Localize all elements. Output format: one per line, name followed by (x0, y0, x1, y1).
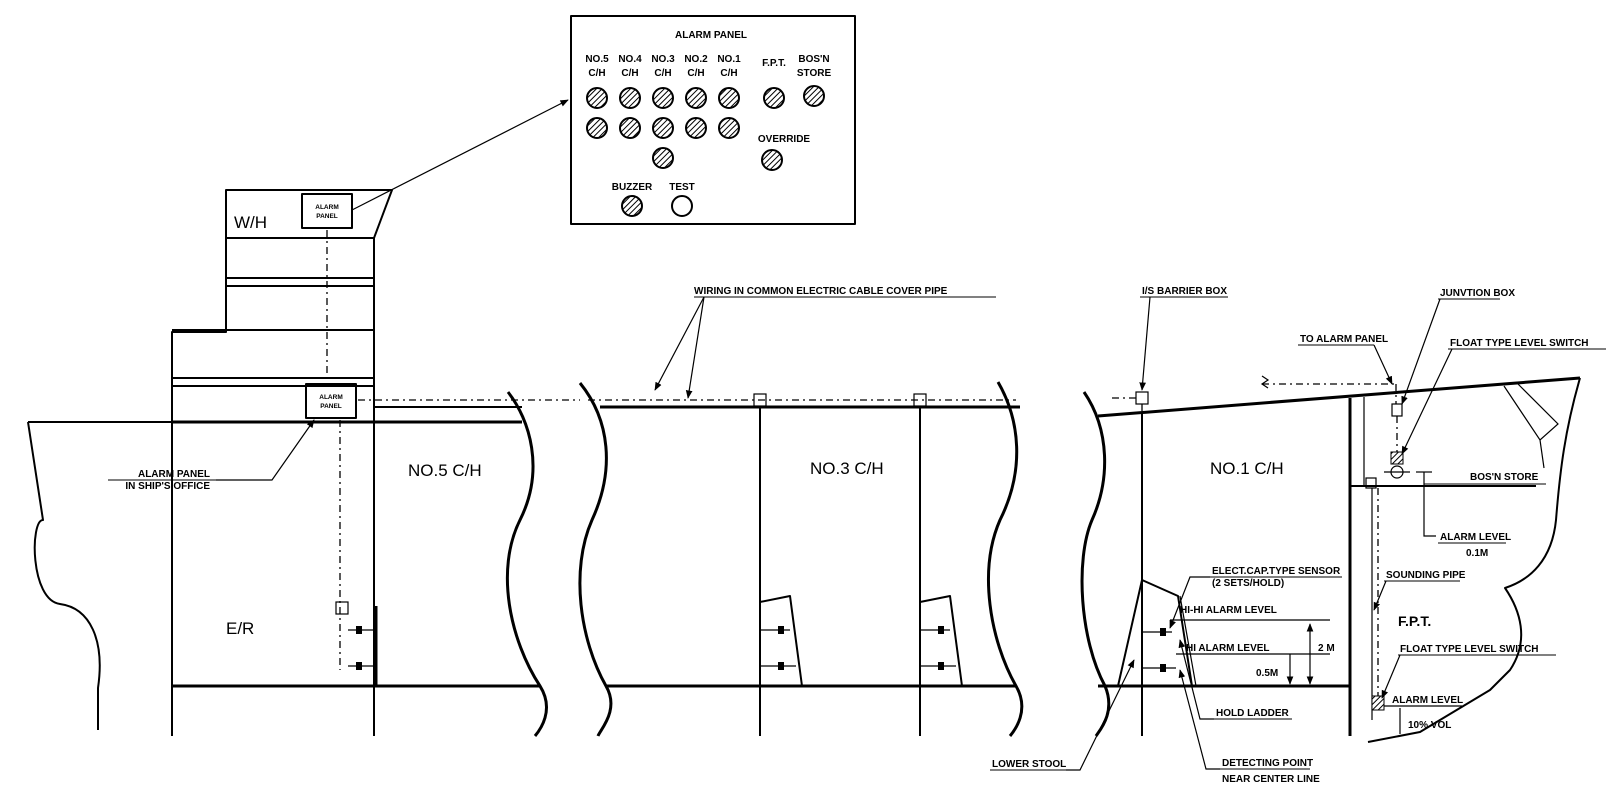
fwd-break-line (1080, 391, 1111, 737)
lamp-no4-row2[interactable] (619, 117, 641, 139)
panel-override-label: OVERRIDE (758, 134, 811, 145)
sounding-pipe-label: SOUNDING PIPE (1386, 570, 1466, 581)
alarm-panel-detail: ALARM PANEL NO.5 C/H NO.4 C/H NO.3 C/H N… (570, 15, 856, 225)
office-panel-label-line1: ALARM PANEL (138, 469, 210, 480)
aft-break-line (505, 391, 548, 737)
dim-2m-label: 2 m (1318, 643, 1335, 654)
hi-level-label: HI ALARM LEVEL (1186, 643, 1270, 654)
forward-section: TO ALARM PANEL I/S BARRIER BOX JUNVTION … (990, 286, 1606, 785)
alarm-level-top-value: 0.1m (1466, 548, 1488, 559)
hold-no5-label: NO.5 C/H (408, 461, 482, 480)
to-alarm-panel-label: TO ALARM PANEL (1300, 334, 1388, 345)
svg-text:PANEL: PANEL (320, 403, 342, 410)
lamp-no2-row1[interactable] (685, 87, 707, 109)
wheelhouse-label: W/H (234, 213, 267, 232)
panel-col-no3-top: NO.3 (651, 54, 675, 65)
junction-box (1391, 403, 1403, 417)
float-switch-top (1390, 451, 1404, 465)
float-switch-bottom-label: FLOAT TYPE LEVEL SWITCH (1400, 644, 1539, 655)
panel-col-no1-top: NO.1 (717, 54, 741, 65)
lamp-bosn-store[interactable] (803, 85, 825, 107)
lower-stool-label: LOWER STOOL (992, 759, 1066, 770)
office-panel-label-line2: IN SHIP'S OFFICE (125, 481, 210, 492)
detail-leader (351, 99, 569, 211)
lamp-no2-row2[interactable] (685, 117, 707, 139)
aft-section: W/H ALARM PANEL ALARM PANEL ALARM PANEL … (27, 189, 580, 737)
panel-col-bosn-top: BOS'N (798, 54, 829, 65)
panel-col-no5-bottom: C/H (588, 68, 605, 79)
hold-no1-label: NO.1 C/H (1210, 459, 1284, 478)
bridge-alarm-panel (301, 193, 353, 229)
override-button[interactable] (761, 149, 783, 171)
lamp-no3-row1[interactable] (652, 87, 674, 109)
engine-room-label: E/R (226, 619, 254, 638)
panel-col-no2-top: NO.2 (684, 54, 708, 65)
sensor-label-line1: ELECT.CAP.TYPE SENSOR (1212, 566, 1341, 577)
fpt-label: F.P.T. (1398, 613, 1431, 629)
alarm-level-bottom-label: ALARM LEVEL (1392, 695, 1463, 706)
panel-col-no5-top: NO.5 (585, 54, 609, 65)
lamp-fpt[interactable] (763, 87, 785, 109)
panel-col-no2-bottom: C/H (687, 68, 704, 79)
bow-outline (1367, 377, 1581, 743)
bosn-store-label: BOS'N STORE (1470, 472, 1539, 483)
wiring-label: WIRING IN COMMON ELECTRIC CABLE COVER PI… (694, 286, 948, 297)
mid-break-line-left (578, 382, 613, 737)
panel-col-no3-bottom: C/H (654, 68, 671, 79)
panel-test-label: TEST (669, 182, 695, 193)
panel-col-no4-top: NO.4 (618, 54, 642, 65)
alarm-panel-title: ALARM PANEL (675, 30, 747, 41)
panel-col-fpt: F.P.T. (762, 58, 786, 69)
sensor-label-line2: (2 SETS/HOLD) (1212, 578, 1284, 589)
alarm-level-top-label: ALARM LEVEL (1440, 532, 1511, 543)
lamp-no4-row1[interactable] (619, 87, 641, 109)
lamp-no5-row2[interactable] (586, 117, 608, 139)
dim-05m-label: 0.5m (1256, 668, 1278, 679)
lamp-no3-row3[interactable] (652, 147, 674, 169)
mid-break-line-right (987, 381, 1024, 737)
test-button[interactable] (671, 195, 693, 217)
lamp-no1-row1[interactable] (718, 87, 740, 109)
hold-no3-label: NO.3 C/H (810, 459, 884, 478)
lamp-no3-row2[interactable] (652, 117, 674, 139)
float-switch-top-label: FLOAT TYPE LEVEL SWITCH (1450, 338, 1589, 349)
buzzer-button[interactable] (621, 195, 643, 217)
float-switch-bottom (1371, 695, 1385, 711)
panel-col-no1-bottom: C/H (720, 68, 737, 79)
svg-text:PANEL: PANEL (316, 213, 338, 220)
detecting-point-label-line2: NEAR CENTER LINE (1222, 774, 1320, 785)
aft-hull-outline (27, 421, 101, 730)
hihi-level-label: HI-HI ALARM LEVEL (1180, 605, 1277, 616)
panel-col-bosn-bottom: STORE (797, 68, 832, 79)
office-alarm-panel (305, 383, 357, 419)
panel-buzzer-label: BUZZER (612, 182, 653, 193)
lamp-no1-row2[interactable] (718, 117, 740, 139)
junction-box-label: JUNVTION BOX (1440, 288, 1515, 299)
hold-ladder-label: HOLD LADDER (1216, 708, 1290, 719)
svg-text:ALARM: ALARM (315, 204, 338, 211)
vol-label: 10% VOL (1408, 720, 1451, 731)
panel-col-no4-bottom: C/H (621, 68, 638, 79)
mid-section: WIRING IN COMMON ELECTRIC CABLE COVER PI… (578, 286, 1024, 737)
detecting-point-label-line1: DETECTING POINT (1222, 758, 1313, 769)
alarm-panel-frame (570, 15, 856, 225)
barrier-box-label: I/S BARRIER BOX (1142, 286, 1227, 297)
svg-text:ALARM: ALARM (319, 394, 342, 401)
lamp-no5-row1[interactable] (586, 87, 608, 109)
